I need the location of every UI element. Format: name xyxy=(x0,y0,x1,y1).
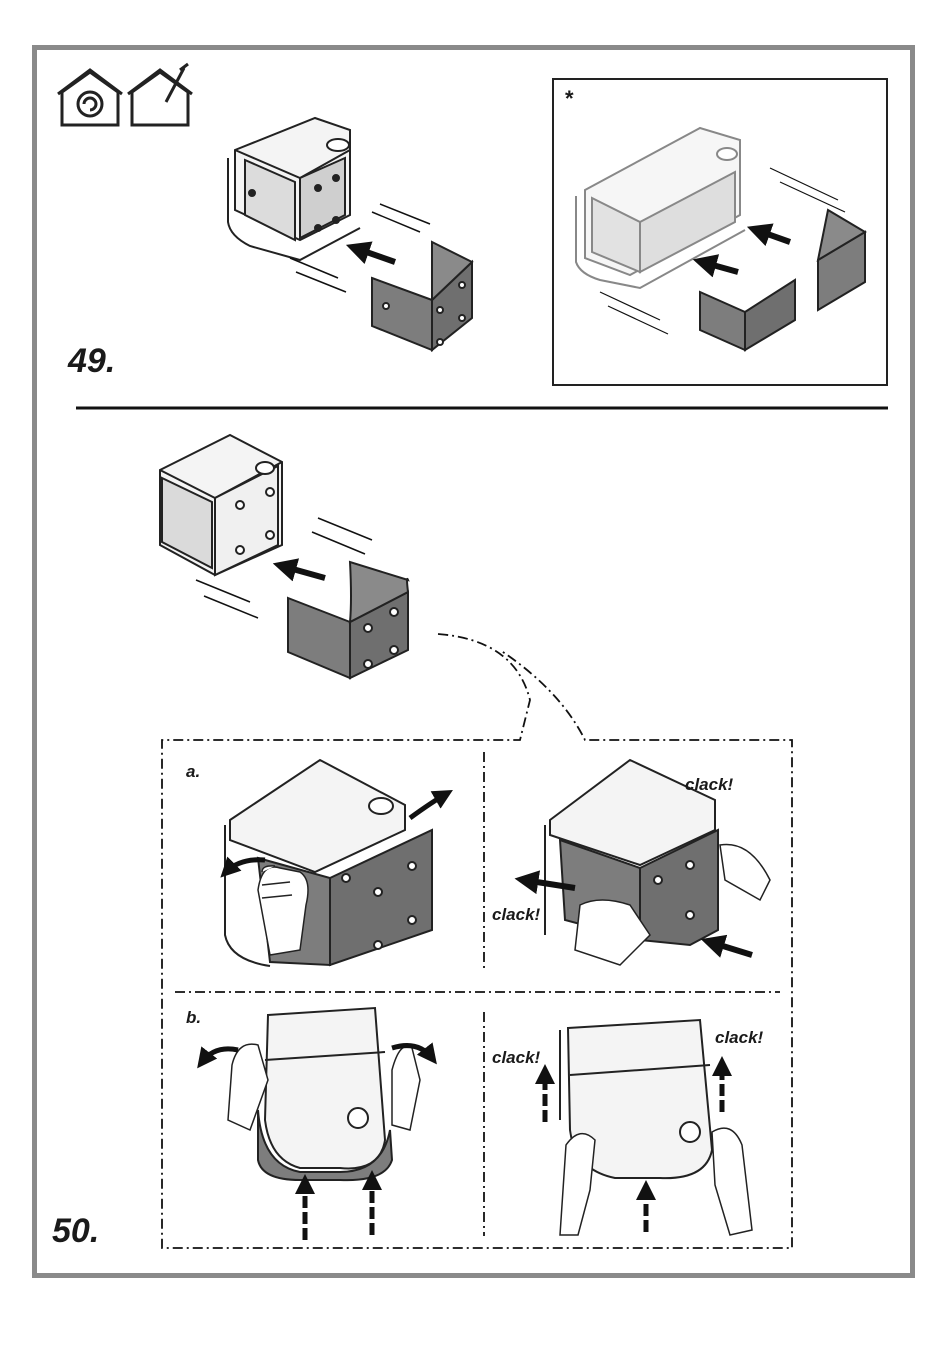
panel-a-clack-top: clack! xyxy=(685,775,733,795)
panel-b-clack-right: clack! xyxy=(715,1028,763,1048)
step49-inset-panels xyxy=(700,210,865,350)
step-number-49: 49. xyxy=(68,342,115,381)
panel-b-clack-left: clack! xyxy=(492,1048,540,1068)
panel-b-left-hood xyxy=(258,1008,392,1180)
panel-a-left-hand xyxy=(258,866,308,955)
panel-a-left-hood xyxy=(225,760,432,966)
indoor-install-icon xyxy=(128,64,192,125)
step50-hood-body xyxy=(160,435,282,575)
indoor-recirculation-icon xyxy=(58,70,122,125)
step-number-50: 50. xyxy=(52,1212,99,1251)
panel-a-clack-left: clack! xyxy=(492,905,540,925)
step49-hood-body xyxy=(228,118,360,260)
inset-asterisk: * xyxy=(565,86,574,112)
step50-cover-panel xyxy=(288,562,408,678)
panel-a-label: a. xyxy=(186,762,200,782)
panel-b-label: b. xyxy=(186,1008,201,1028)
